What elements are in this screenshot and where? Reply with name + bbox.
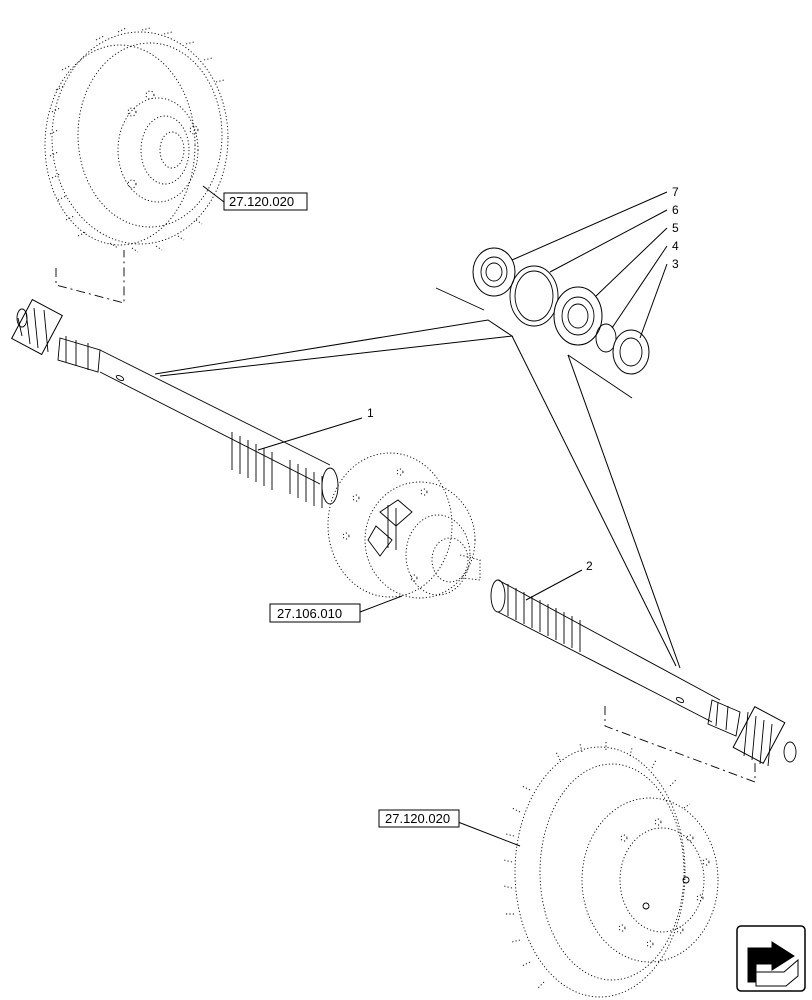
ref-label-differential[interactable]: 27.106.010 <box>277 606 342 621</box>
ref-box-bottom-gear[interactable] <box>378 809 460 828</box>
bottom-gear-assembly <box>503 742 719 998</box>
callout-6: 6 <box>672 203 679 217</box>
axle-shaft-1 <box>10 298 339 508</box>
callout-4: 4 <box>672 239 679 253</box>
ref-label-bottom-gear[interactable]: 27.120.020 <box>385 811 450 826</box>
differential-assembly <box>327 452 481 599</box>
callout-2: 2 <box>586 559 593 573</box>
arrow-return-icon[interactable] <box>736 925 806 992</box>
callout-5: 5 <box>672 221 679 235</box>
top-gear-assembly <box>44 27 229 253</box>
bearing-kit <box>435 247 650 399</box>
callout-3: 3 <box>672 257 679 271</box>
axle-shaft-2 <box>490 579 797 767</box>
ref-box-differential[interactable] <box>269 603 361 623</box>
ref-label-top-gear[interactable]: 27.120.020 <box>229 194 294 209</box>
callout-7: 7 <box>672 185 679 199</box>
callout-1: 1 <box>367 406 374 420</box>
ref-box-top-gear[interactable] <box>223 192 308 211</box>
